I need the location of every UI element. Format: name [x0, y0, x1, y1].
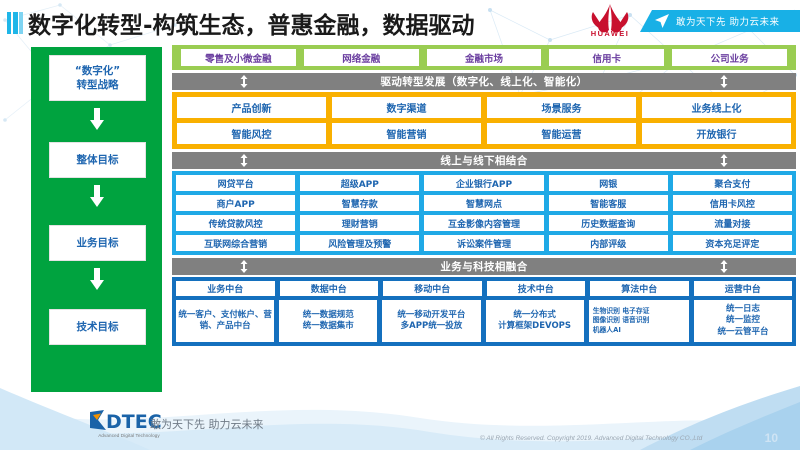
up-down-arrow-icon — [240, 75, 248, 88]
page-title: 数字化转型-构筑生态，普惠金融，数据驱动 — [28, 13, 475, 39]
capability-cell[interactable]: 超级APP — [300, 175, 420, 191]
capability-cell[interactable]: 诉讼案件管理 — [424, 235, 544, 251]
capability-cell[interactable]: 智慧网点 — [424, 195, 544, 211]
capability-cell[interactable]: 聚合支付 — [672, 175, 793, 191]
strategy-box-4[interactable]: 技术目标 — [49, 309, 146, 345]
ribbon-label: 敢为天下先 助力云未来 — [676, 17, 780, 28]
slide-footer: DTEC Advanced Digital Technology 敢为天下先 助… — [0, 395, 800, 450]
huawei-wordmark: HUAWEI — [590, 29, 630, 38]
copyright-text: © All Rights Reserved. Copyright 2019. A… — [480, 435, 703, 442]
capability-cell[interactable]: 企业银行APP — [424, 175, 544, 191]
capability-cell[interactable]: 场景服务 — [487, 97, 636, 118]
huawei-logo — [591, 4, 629, 33]
page-number: 10 — [764, 431, 778, 445]
platform-detail-5[interactable]: 生物识别 电子存证图像识别 语音识别机器人AI — [588, 300, 689, 342]
platform-header-4[interactable]: 技术中台 — [486, 281, 585, 296]
up-down-arrow-icon — [240, 260, 248, 273]
platform-panel: 业务中台数据中台移动中台技术中台算法中台运营中台统一客户、支付帐户、营销、产品中… — [172, 277, 796, 346]
capability-cell[interactable]: 智能客服 — [548, 195, 668, 211]
capability-cell[interactable]: 互金影像内容管理 — [424, 215, 544, 231]
capability-cell[interactable]: 数字渠道 — [332, 97, 481, 118]
platform-detail-6[interactable]: 统一日志统一监控统一云管平台 — [693, 300, 793, 342]
strategy-box-3[interactable]: 业务目标 — [49, 225, 146, 261]
down-arrow-icon — [90, 268, 104, 295]
capability-cell[interactable]: 商户APP — [176, 195, 296, 211]
capability-cell[interactable]: 智能营销 — [332, 123, 481, 144]
slide-header: 数字化转型-构筑生态，普惠金融，数据驱动 HUAWEI 敢为天下先 助力云未来 — [0, 0, 800, 40]
section-bar-1: 驱动转型发展（数字化、线上化、智能化） — [172, 73, 796, 90]
capability-cell[interactable]: 理财营销 — [300, 215, 420, 231]
platform-detail-row: 统一客户、支付帐户、营销、产品中台统一数据规范统一数据集市统一移动开发平台多AP… — [176, 300, 793, 342]
up-down-arrow-icon — [720, 154, 728, 167]
panel-row: 智能风控智能营销智能运营开放银行 — [177, 123, 791, 144]
capability-cell[interactable]: 互联网综合营销 — [176, 235, 296, 251]
capability-cell[interactable]: 智慧存款 — [300, 195, 420, 211]
bar-mark-icon — [7, 12, 23, 34]
section-bar-title: 驱动转型发展（数字化、线上化、智能化） — [380, 76, 588, 88]
strategy-box-1[interactable]: “数字化”转型战略 — [49, 55, 146, 101]
paper-plane-icon — [655, 14, 669, 28]
platform-header-3[interactable]: 移动中台 — [383, 281, 482, 296]
content-column: 零售及小微金融网络金融金融市场信用卡公司业务驱动转型发展（数字化、线上化、智能化… — [172, 45, 796, 346]
platform-header-5[interactable]: 算法中台 — [590, 281, 689, 296]
up-down-arrow-icon — [240, 154, 248, 167]
capability-cell[interactable]: 风险管理及预警 — [300, 235, 420, 251]
svg-text:DTEC: DTEC — [106, 411, 162, 433]
slogan-ribbon — [640, 10, 800, 32]
strategy-panel: “数字化”转型战略整体目标业务目标技术目标 — [31, 47, 162, 392]
business-line-3[interactable]: 金融市场 — [426, 49, 542, 66]
panel-row: 互联网综合营销风险管理及预警诉讼案件管理内部评级资本充足评定 — [176, 235, 793, 251]
down-arrow-icon — [90, 108, 104, 135]
platform-header-1[interactable]: 业务中台 — [176, 281, 275, 296]
capability-cell[interactable]: 内部评级 — [548, 235, 668, 251]
capability-cell[interactable]: 流量对接 — [672, 215, 793, 231]
platform-detail-1[interactable]: 统一客户、支付帐户、营销、产品中台 — [176, 300, 275, 342]
capability-cell[interactable]: 信用卡风控 — [672, 195, 793, 211]
platform-detail-2[interactable]: 统一数据规范统一数据集市 — [279, 300, 378, 342]
capability-cell[interactable]: 网贷平台 — [176, 175, 296, 191]
strategy-box-2[interactable]: 整体目标 — [49, 142, 146, 178]
platform-header-row: 业务中台数据中台移动中台技术中台算法中台运营中台 — [176, 281, 792, 296]
capability-cell[interactable]: 资本充足评定 — [672, 235, 793, 251]
capability-cell[interactable]: 历史数据查询 — [548, 215, 668, 231]
platform-header-6[interactable]: 运营中台 — [693, 281, 792, 296]
up-down-arrow-icon — [720, 260, 728, 273]
capability-cell[interactable]: 智能风控 — [177, 123, 326, 144]
dtec-logo: DTEC — [90, 410, 162, 433]
business-lines-band: 零售及小微金融网络金融金融市场信用卡公司业务 — [172, 45, 796, 70]
capability-cell[interactable]: 传统贷款风控 — [176, 215, 296, 231]
dtec-logo-subtitle: Advanced Digital Technology — [98, 433, 160, 438]
platform-header-2[interactable]: 数据中台 — [279, 281, 378, 296]
business-line-5[interactable]: 公司业务 — [672, 49, 787, 66]
panel-row: 传统贷款风控理财营销互金影像内容管理历史数据查询流量对接 — [176, 215, 793, 231]
section-bar-title: 线上与线下相结合 — [440, 155, 528, 167]
capability-cell[interactable]: 网银 — [548, 175, 668, 191]
section-panel-1: 产品创新数字渠道场景服务业务线上化智能风控智能营销智能运营开放银行 — [172, 92, 796, 149]
platform-detail-4[interactable]: 统一分布式计算框架DEVOPS — [485, 300, 584, 342]
business-line-2[interactable]: 网络金融 — [303, 49, 419, 66]
platform-section-title: 业务与科技相融合 — [440, 261, 528, 273]
capability-cell[interactable]: 开放银行 — [642, 123, 791, 144]
platform-detail-3[interactable]: 统一移动开发平台多APP统一投放 — [382, 300, 481, 342]
footer-slogan: 敢为天下先 助力云未来 — [150, 418, 264, 431]
capability-cell[interactable]: 业务线上化 — [642, 97, 791, 118]
capability-cell[interactable]: 智能运营 — [487, 123, 636, 144]
business-line-1[interactable]: 零售及小微金融 — [181, 49, 296, 66]
down-arrow-icon — [90, 185, 104, 212]
panel-row: 产品创新数字渠道场景服务业务线上化 — [177, 97, 791, 118]
capability-cell[interactable]: 产品创新 — [177, 97, 326, 118]
up-down-arrow-icon — [720, 75, 728, 88]
platform-section-bar: 业务与科技相融合 — [172, 258, 796, 275]
section-bar-2: 线上与线下相结合 — [172, 152, 796, 169]
business-line-4[interactable]: 信用卡 — [549, 49, 665, 66]
